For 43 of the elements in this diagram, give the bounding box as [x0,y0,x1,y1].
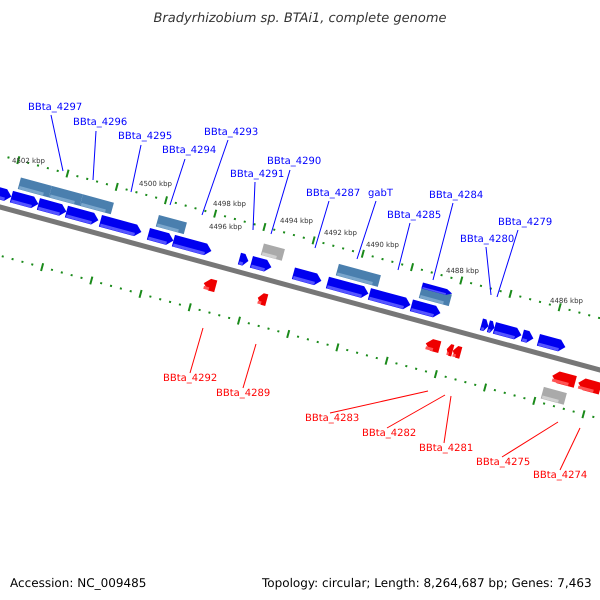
leader-line [444,396,452,444]
chart-title: Bradyrhizobium sp. BTAi1, complete genome [152,12,448,25]
gene-label: BBta_4294 [162,146,216,156]
gene-label: BBta_4275 [476,458,530,468]
gene-label: BBta_4279 [498,218,552,228]
leader-line [502,422,558,458]
leader-line [170,158,186,206]
gene-label: BBta_4274 [533,471,588,481]
gene-label: BBta_4296 [73,118,128,128]
leader-line [560,428,580,470]
leader-line [356,200,376,260]
leader-line [330,390,428,414]
gene-label: BBta_4295 [118,132,172,142]
gene-label: gabT [368,189,393,199]
leader-line [252,182,256,230]
gene-label: BBta_4281 [419,444,474,454]
leader-line [486,246,492,296]
gene-label: BBta_4291 [230,170,284,180]
genome-summary: Topology: circular; Length: 8,264,687 bp; Genes: 7,463 [262,577,592,589]
leader-line [496,230,518,298]
leader-line [242,344,256,388]
leader-line [432,202,454,280]
gene-label: BBta_4297 [28,103,82,113]
gene-label: BBta_4283 [305,414,360,424]
gene-label: BBta_4280 [460,235,514,245]
gene-label: BBta_4290 [267,157,322,167]
gene-label: BBta_4285 [387,211,442,221]
gene-label: BBta_4292 [163,374,218,384]
accession-note: Accession: NC_009485 [10,577,146,589]
leader-line [130,144,142,192]
leader-line [398,222,410,270]
leader-line [202,140,228,216]
gene-label: BBta_4289 [216,389,270,399]
gene-label: BBta_4287 [306,189,360,199]
leader-line [92,130,96,180]
leader-line [314,200,330,248]
gene-label: BBta_4282 [362,429,416,439]
gene-label: BBta_4284 [429,191,484,201]
leader-line [386,394,446,428]
leader-line [190,328,204,374]
gene-label: BBta_4293 [204,128,258,138]
leader-line [50,114,64,172]
leader-line [270,170,290,234]
